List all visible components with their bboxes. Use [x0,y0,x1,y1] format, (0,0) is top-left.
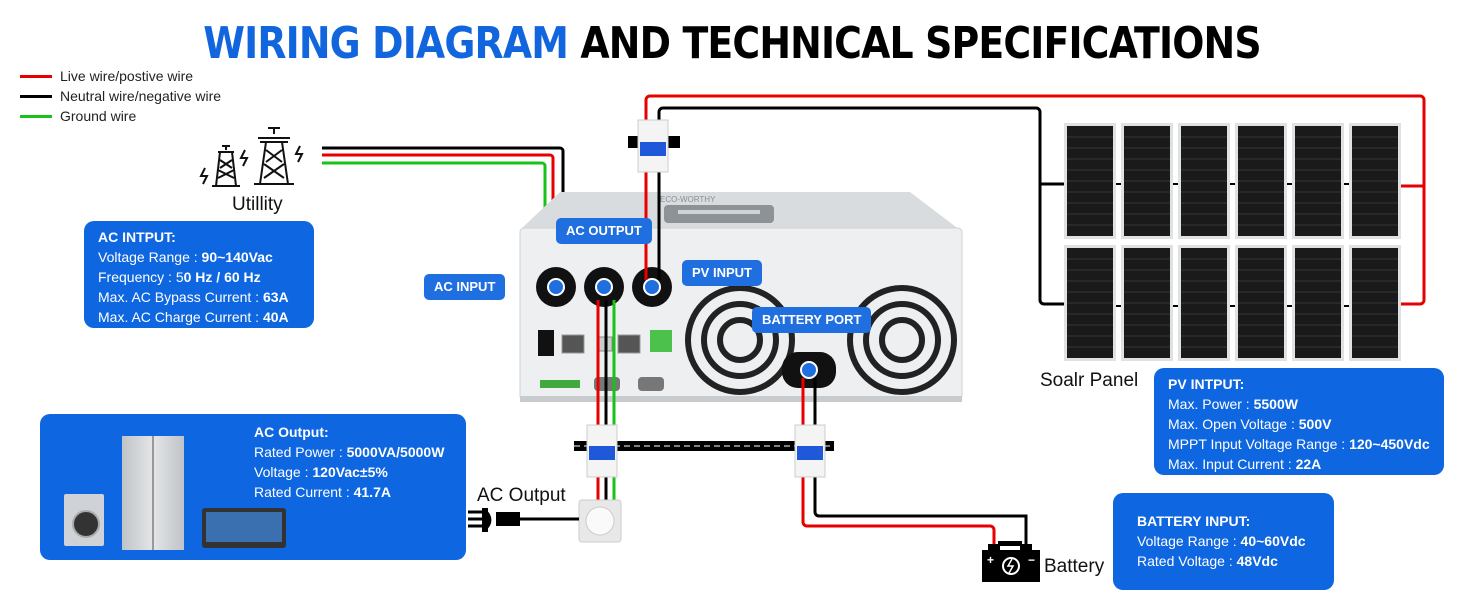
wire-legend: Live wire/postive wire Neutral wire/nega… [20,66,221,126]
legend-label: Neutral wire/negative wire [60,88,222,104]
utility-label: Utillity [232,194,283,215]
ac-input-port [536,267,576,307]
battery-label: Battery [1044,556,1105,577]
spec-heading: BATTERY INPUT: [1137,513,1251,529]
refrigerator-icon [122,436,184,550]
spec-row: Max. Input Current : 22A [1168,456,1322,472]
page-title: WIRING DIAGRAM AND TECHNICAL SPECIFICATI… [102,14,1361,74]
spec-row: Voltage Range : 40~60Vdc [1137,533,1306,549]
ac-output-spec-card: AC Output: Rated Power : 5000VA/5000W Vo… [40,414,466,560]
ac-input-spec-card: AC INTPUT: Voltage Range : 90~140Vac Fre… [84,221,314,328]
terminal-block [650,330,672,352]
spec-row: Rated Current : 41.7A [254,484,391,500]
pv-input-port [632,267,672,307]
ac-output-tag: AC OUTPUT [556,218,652,244]
solar-array [1064,123,1401,361]
parallel-connector [540,380,580,388]
pv-input-spec-card: PV INTPUT: Max. Power : 5500W Max. Open … [1154,368,1444,475]
pv-input-tag: PV INPUT [682,260,762,286]
battery-icon: + − [982,541,1040,582]
title-highlight: WIRING DIAGRAM [203,18,569,69]
spec-row: MPPT Input Voltage Range : 120~450Vdc [1168,436,1430,452]
spec-heading: AC INTPUT: [98,229,176,245]
devices-icon [202,508,286,548]
wall-socket-icon [578,499,622,543]
solar-panel-label: Soalr Panel [1040,370,1139,391]
spec-row: Max. AC Bypass Current : 63A [98,289,289,305]
live-wire-swatch [20,74,52,78]
spec-row: Rated Voltage : 48Vdc [1137,553,1278,569]
ground-wire-swatch [20,114,52,118]
legend-item-neutral: Neutral wire/negative wire [20,86,221,106]
spec-row: Frequency : 50 Hz / 60 Hz [98,269,261,285]
legend-item-live: Live wire/postive wire [20,66,221,86]
ac-input-tag: AC INPUT [424,274,506,300]
power-switch [538,330,554,356]
title-rest: AND TECHNICAL SPECIFICATIONS [580,18,1261,69]
battery-port [782,352,836,388]
fan-grille [685,285,957,395]
spec-row: Voltage Range : 90~140Vac [98,249,273,265]
spec-row: Max. Power : 5500W [1168,396,1298,412]
pv-breaker [628,119,680,173]
inverter-brand: ECO-WORTHY [660,195,716,204]
battery-breaker [794,424,826,478]
spec-row: Rated Power : 5000VA/5000W [254,444,445,460]
washing-machine-icon [64,494,104,546]
plug-icon [468,508,520,532]
svg-text:−: − [1028,553,1035,567]
ac-output-port [584,267,624,307]
inverter-unit: ECO-WORTHY [519,192,963,402]
spec-heading: AC Output: [254,424,329,440]
spec-row: Max. Open Voltage : 500V [1168,416,1332,432]
battery-port-tag: BATTERY PORT [752,307,872,333]
svg-text:+: + [987,553,994,567]
spec-row: Max. AC Charge Current : 40A [98,309,289,325]
ac-output-label: AC Output [477,485,566,506]
battery-spec-card: BATTERY INPUT: Voltage Range : 40~60Vdc … [1113,493,1334,590]
rs485-2-port [561,334,585,354]
legend-label: Ground wire [60,108,137,124]
legend-label: Live wire/postive wire [60,68,194,84]
legend-item-ground: Ground wire [20,106,221,126]
neutral-wire-swatch [20,94,52,98]
spec-row: Voltage : 120Vac±5% [254,464,388,480]
rs485-1-port [617,334,641,354]
ac-output-breaker [586,424,618,478]
vga-port [638,377,664,391]
power-tower-icon [199,127,304,187]
spec-heading: PV INTPUT: [1168,376,1245,392]
